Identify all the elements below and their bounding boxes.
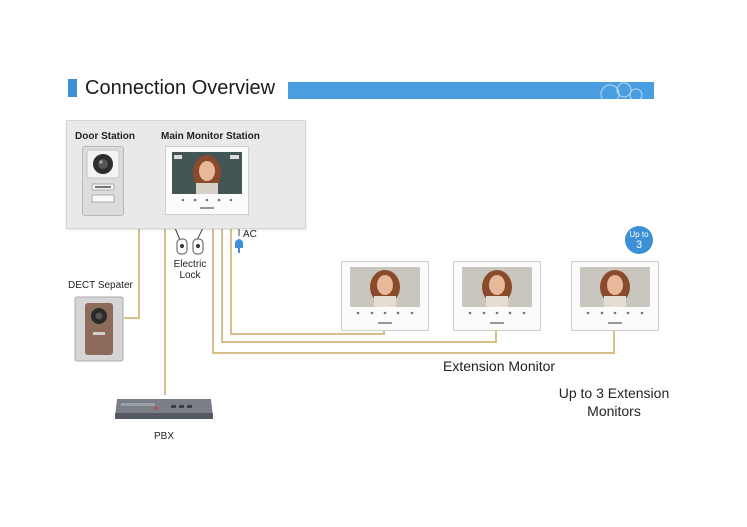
pbx-label: PBX xyxy=(154,431,175,442)
monitor-icon xyxy=(350,267,420,324)
main-monitor-station xyxy=(165,146,249,215)
electric-lock-label: Electric Lock xyxy=(173,259,207,281)
power-plug-icon xyxy=(235,239,243,253)
title-marker xyxy=(68,79,77,97)
wire-ext-1 xyxy=(230,228,385,335)
extension-monitor-1 xyxy=(341,261,429,331)
badge-top-text: Up to xyxy=(629,230,649,239)
page-title: Connection Overview xyxy=(85,77,276,99)
pbx-icon xyxy=(115,399,213,419)
key-fob-icon xyxy=(176,238,204,255)
monitor-icon xyxy=(462,267,532,324)
extension-monitor-3 xyxy=(571,261,659,331)
extension-monitor-label: Extension Monitor xyxy=(443,358,556,374)
dect-repeater-label: DECT Sepater xyxy=(68,280,133,291)
monitor-icon xyxy=(172,152,242,209)
monitor-icon xyxy=(580,267,650,324)
up-to-3-badge: Up to 3 xyxy=(625,226,653,254)
door-camera-icon xyxy=(86,149,120,203)
extension-monitor-2 xyxy=(453,261,541,331)
title-accent-bar xyxy=(288,82,654,99)
repeater-icon xyxy=(74,296,124,362)
ac-label: AC xyxy=(243,229,257,240)
wire-ext-2 xyxy=(221,228,497,343)
bubbles-decoration-icon xyxy=(600,82,643,99)
badge-number: 3 xyxy=(635,239,643,251)
door-station xyxy=(82,146,124,216)
door-station-label: Door Station xyxy=(75,131,135,142)
wire-ext-3 xyxy=(212,228,615,354)
up-to-3-extension-monitors-label: Up to 3 Extension Monitors xyxy=(558,385,670,419)
wire-dect xyxy=(124,228,140,319)
main-monitor-station-label: Main Monitor Station xyxy=(161,131,260,142)
